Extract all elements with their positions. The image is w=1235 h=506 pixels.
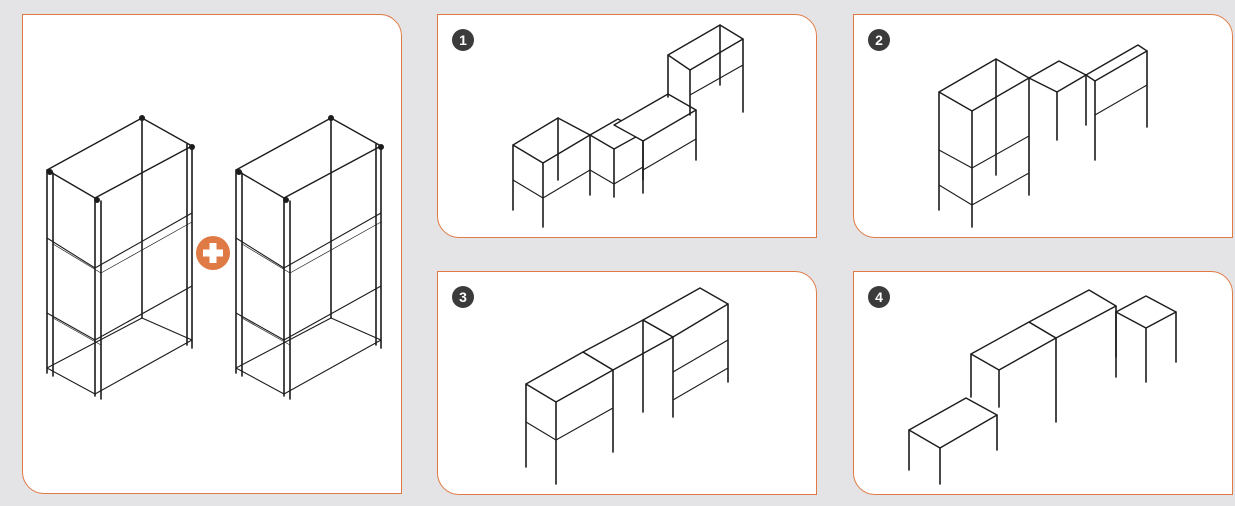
step-badge: 1: [452, 29, 474, 51]
step-badge: 4: [868, 286, 890, 308]
step-badge: 2: [868, 29, 890, 51]
step-1-panel: 1: [437, 14, 817, 238]
step-1-shelves: [512, 24, 744, 228]
step-badge: 3: [452, 286, 474, 308]
plus-icon: [196, 236, 230, 270]
step-3-configuration-illustration: [525, 287, 729, 485]
two-shelf-units-illustration: [46, 115, 384, 400]
step-2-shelves: [938, 44, 1148, 228]
step-4-panel: 4: [853, 271, 1233, 495]
step-3-shelves: [525, 287, 729, 485]
step-3-panel: 3: [437, 271, 817, 495]
step-2-configuration-illustration: [938, 44, 1148, 228]
step-4-shelves: [908, 289, 1177, 485]
shelf-unit-right: [235, 115, 384, 400]
step-2-panel: 2: [853, 14, 1233, 238]
step-1-configuration-illustration: [512, 24, 744, 228]
shelf-unit-left: [46, 115, 195, 400]
source-shelves-panel: [22, 14, 402, 494]
step-4-configuration-illustration: [908, 289, 1177, 485]
